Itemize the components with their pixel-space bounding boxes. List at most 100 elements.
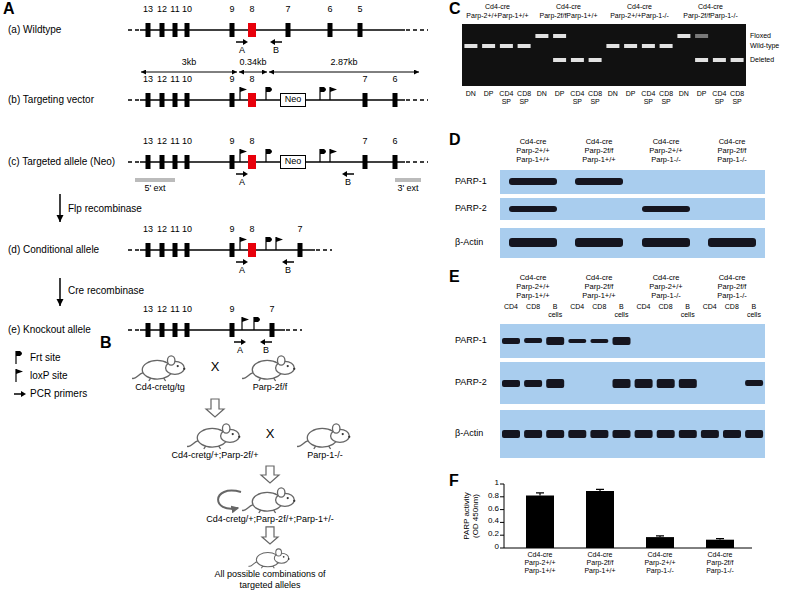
allele-wildtype	[406, 29, 428, 30]
mouse-drawing	[242, 484, 298, 514]
allele-targeted	[128, 149, 428, 182]
pcr-gel	[462, 24, 746, 86]
allele-targeted	[240, 149, 247, 162]
bar-label: Parp-2f/f	[707, 559, 734, 567]
primer-name: B	[263, 346, 269, 356]
pcr-gel	[642, 44, 655, 48]
band-label: Wild-type	[750, 42, 779, 50]
lane-label: DN	[537, 90, 547, 98]
breeding-arrow	[262, 527, 278, 544]
lane-label: B cells	[614, 303, 628, 318]
pcr-gel	[571, 58, 584, 62]
cross-arrow	[206, 399, 224, 417]
exon-number: 8	[249, 137, 254, 147]
exon-number: 8	[249, 225, 254, 235]
lane-label: DN	[608, 90, 618, 98]
allele-targeting-vector	[248, 93, 256, 107]
cross-sign: X	[266, 427, 275, 441]
legend-sample	[16, 351, 22, 364]
allele-targeted	[248, 155, 256, 169]
exon-number: 13	[143, 225, 153, 235]
protein-label: PARP-2	[455, 378, 487, 388]
bar-label: Parp-1+/+	[524, 567, 555, 575]
pcr-gel	[695, 58, 708, 62]
mouse-drawing	[242, 352, 298, 382]
allele-conditional	[160, 243, 165, 257]
lane-label: CD8 SP	[517, 90, 531, 105]
allele-targeted	[330, 149, 337, 162]
western-blot-d	[509, 178, 557, 185]
step-label: Flp recombinase	[68, 203, 142, 214]
bar-label: Parp-2+/+	[644, 559, 675, 567]
primer-name: B	[345, 178, 351, 188]
lane-label: CD4	[570, 303, 584, 311]
allele-targeted	[160, 155, 165, 169]
allele-conditional	[236, 259, 248, 265]
western-blot-e	[546, 430, 564, 438]
recombinase-arrow	[59, 278, 61, 306]
allele-knockout	[270, 323, 275, 337]
bar-chart	[706, 540, 734, 548]
protein-label: β-Actin	[455, 238, 483, 248]
western-blot-d	[642, 238, 690, 247]
mouse-drawing	[277, 488, 284, 497]
genotype-header: Parp-2f/f	[585, 283, 614, 291]
genotype-header: Parp-1-/-	[651, 156, 681, 164]
western-blot-e	[679, 430, 697, 438]
mouse-drawing	[276, 549, 282, 556]
legend-text: loxP site	[30, 370, 68, 381]
bar-chart	[500, 535, 504, 536]
allele-wildtype	[140, 29, 405, 30]
pcr-gel	[624, 44, 637, 48]
exon-number: 8	[249, 5, 254, 15]
exon-number: 13	[143, 305, 153, 315]
lane-label: CD4	[703, 303, 717, 311]
allele-knockout	[173, 323, 178, 337]
protein-label: PARP-1	[455, 336, 487, 346]
allele-targeting-vector	[128, 99, 139, 100]
western-blot-d	[500, 228, 765, 258]
mouse-drawing	[132, 373, 143, 379]
mouse-node: Parp-1-/-	[297, 420, 353, 461]
western-blot-d	[708, 238, 756, 247]
mouse-drawing	[287, 365, 289, 367]
allele-wildtype	[185, 23, 190, 37]
panel-letter: E	[449, 268, 460, 286]
allele-name: (b) Targeting vector	[8, 94, 94, 105]
western-blot-d	[500, 198, 765, 220]
panel-letter: C	[449, 0, 461, 18]
genotype-header: Parp-2f/fParp-1-/-	[683, 12, 737, 20]
exon-number: 7	[269, 305, 274, 315]
bar-chart	[716, 539, 724, 540]
bar-chart	[656, 536, 664, 537]
exon-number: 13	[143, 5, 153, 15]
mouse-node: Cd4-cretg/+;Parp-2f/+;Parp-1+/-	[206, 484, 333, 525]
allele-conditional	[298, 243, 303, 257]
allele-wildtype	[286, 23, 291, 37]
western-blot-d	[509, 206, 557, 212]
tick-label: 0.6	[488, 505, 499, 514]
genotype-header: Cd4-cre	[556, 3, 581, 11]
genotype-label: Cd4-cretg/+;Parp-2f/+	[171, 450, 258, 461]
genotype-header: Parp-2+/+	[516, 283, 549, 291]
exon-number: 12	[157, 5, 167, 15]
exon-number: 10	[182, 75, 192, 85]
pcr-gel	[660, 44, 673, 48]
probe-label: 3' ext	[397, 184, 418, 194]
allele-wildtype	[328, 23, 333, 37]
bar-label: Parp-1+/+	[584, 567, 615, 575]
legend-sample	[14, 391, 26, 397]
genotype-header: Cd4-cre	[653, 274, 680, 282]
genotype-header: Parp-2f/f	[718, 147, 747, 155]
allele-wildtype	[128, 23, 428, 45]
allele-knockout	[146, 323, 151, 337]
exon-number: 11	[170, 5, 179, 15]
lane-label: CD8 SP	[659, 90, 673, 105]
allele-name: (c) Targeted allele (Neo)	[8, 156, 115, 167]
lane-label: DP	[555, 90, 565, 98]
bar-label: Cd4-cre	[648, 551, 673, 559]
pcr-gel	[713, 58, 726, 62]
mouse-drawing	[248, 562, 257, 567]
western-blot-d	[575, 178, 623, 185]
